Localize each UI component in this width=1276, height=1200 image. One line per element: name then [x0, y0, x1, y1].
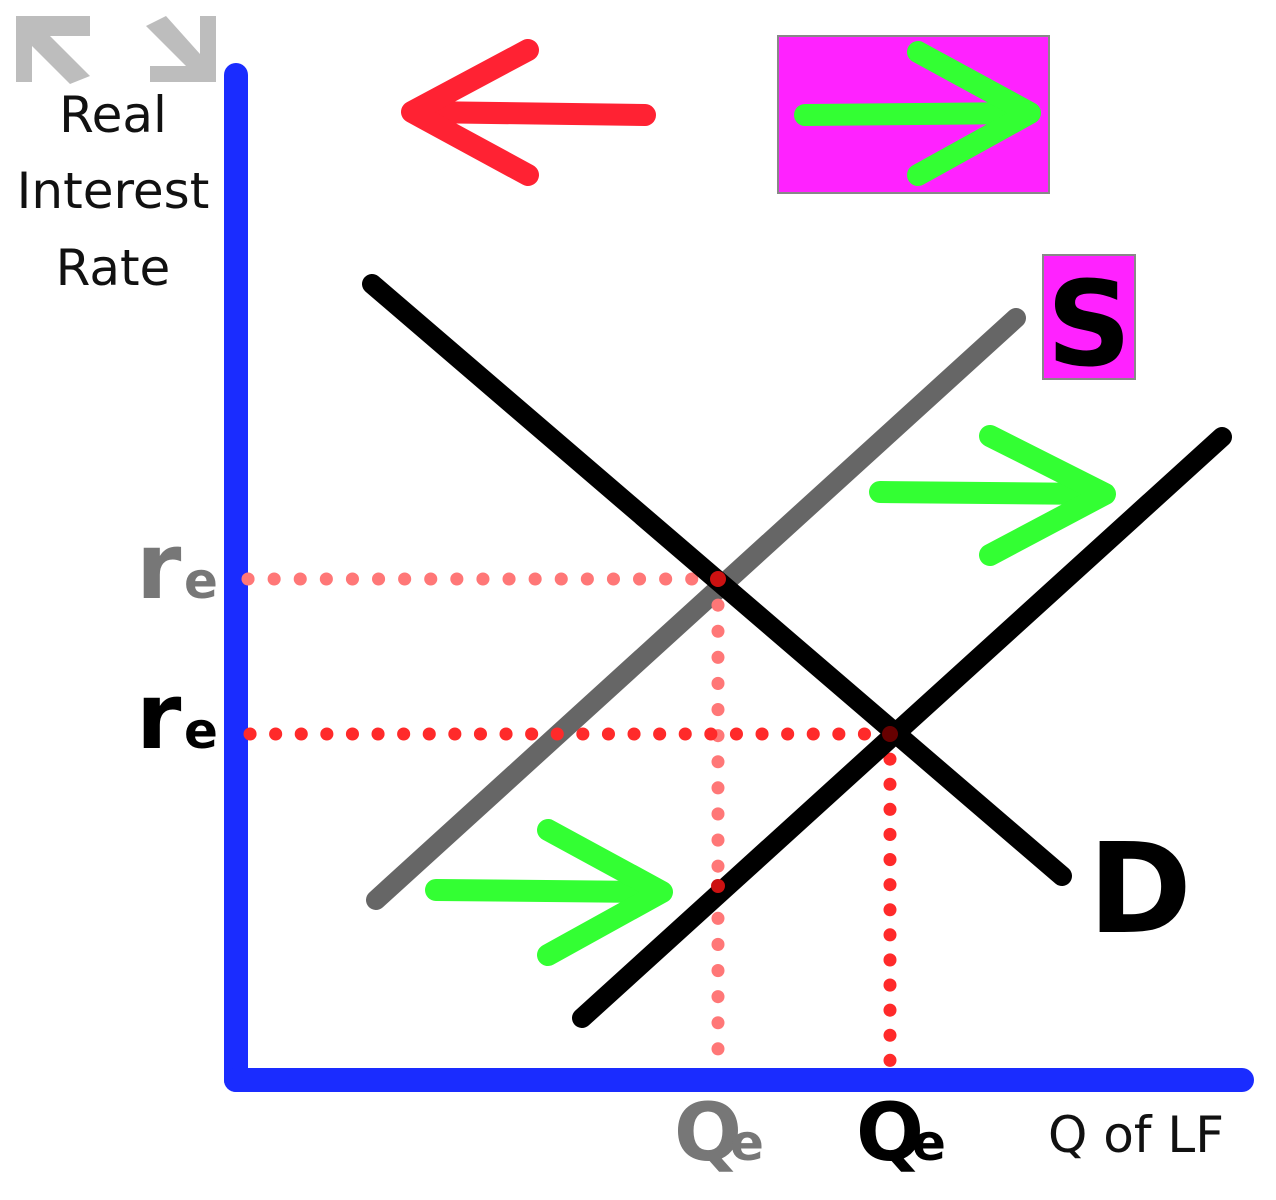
- svg-text:e: e: [912, 1114, 946, 1172]
- svg-text:r: r: [136, 663, 182, 770]
- arrow-left-icon: [401, 39, 656, 186]
- new-equilibrium-quantity-label: Q e: [856, 1086, 946, 1179]
- shift-right-arrow-icon: [869, 425, 1116, 566]
- y-axis-label-line-3: Rate: [56, 239, 171, 297]
- new-supply-curve: [572, 427, 1232, 1028]
- new-equilibrium-point: [882, 726, 898, 742]
- old-equilibrium-quantity-label: Q e: [674, 1086, 764, 1179]
- svg-text:r: r: [136, 513, 182, 620]
- supply-label: S: [1047, 255, 1132, 393]
- shift-right-arrow-icon: [425, 819, 673, 966]
- svg-text:e: e: [184, 552, 218, 610]
- x-axis-label: Q of LF: [1048, 1106, 1224, 1164]
- svg-text:Q: Q: [674, 1086, 742, 1179]
- arrow-down-left-icon[interactable]: [16, 16, 90, 84]
- svg-text:e: e: [730, 1114, 764, 1172]
- arrow-down-right-icon[interactable]: [146, 16, 216, 82]
- demand-label: D: [1088, 817, 1192, 962]
- old-supply-curve: [366, 308, 1026, 910]
- svg-text:Q: Q: [856, 1086, 924, 1179]
- svg-text:e: e: [184, 702, 218, 760]
- old-equilibrium-rate-label: r e: [136, 513, 218, 620]
- supply-label-box: [1042, 254, 1136, 380]
- y-axis-label-line-2: Interest: [17, 162, 210, 220]
- old-equilibrium-point: [710, 571, 726, 587]
- old-quantity-on-new-supply-point: [711, 879, 725, 893]
- new-equilibrium-rate-label: r e: [136, 663, 218, 770]
- y-axis-label-line-1: Real: [59, 86, 167, 144]
- arrow-right-icon: [794, 41, 1041, 186]
